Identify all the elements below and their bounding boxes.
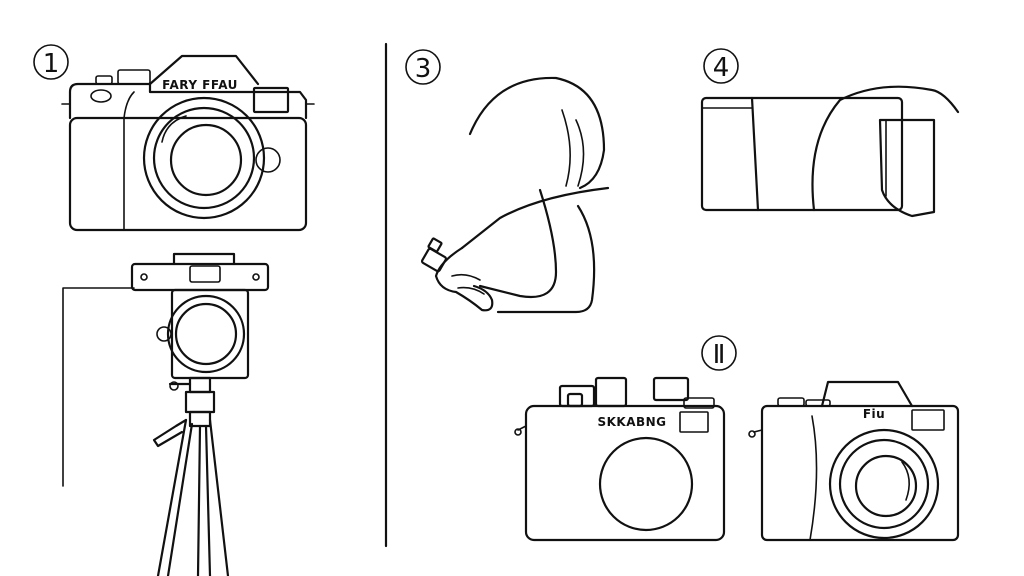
tripod-mount	[188, 376, 212, 394]
camera-front-view-1: FARY FFAU	[61, 54, 315, 232]
grip-line	[809, 415, 818, 541]
hot-shoe	[117, 69, 151, 85]
camera-brand-label: FARY FFAU	[162, 78, 238, 92]
hair-line	[561, 109, 571, 187]
camera-brand-label: SKKABNG	[597, 415, 666, 429]
tripod-leg-left-inner	[166, 422, 194, 576]
viewfinder-hump	[594, 376, 628, 408]
viewfinder-window	[252, 86, 290, 114]
lens-outer-ring	[828, 428, 940, 540]
camera-body	[760, 404, 960, 542]
tripod-leg-left	[156, 418, 188, 576]
camera-body-back	[700, 96, 904, 212]
hand	[434, 246, 494, 312]
tripod-head	[184, 390, 216, 414]
side-button	[156, 326, 172, 342]
step-3-circle	[405, 49, 441, 85]
tripod-leg-middle	[196, 424, 202, 576]
lens-glass	[854, 454, 918, 518]
tripod-leg-clamp	[152, 418, 188, 448]
camera-top-plate	[68, 82, 308, 120]
mode-dial	[777, 397, 805, 407]
step-4-circle	[703, 48, 739, 84]
viewfinder-prism	[820, 380, 914, 408]
pan-knob	[169, 381, 179, 391]
flash-unit	[652, 376, 690, 402]
finger-line	[457, 286, 485, 295]
remote-device	[420, 247, 448, 273]
shutter-housing	[558, 384, 596, 408]
lens-outer-ring	[142, 96, 266, 220]
torso-outline	[496, 204, 596, 314]
hot-shoe	[683, 397, 715, 409]
af-assist-light	[255, 147, 281, 173]
step-1-badge: 1	[33, 44, 69, 80]
camera-body	[68, 116, 308, 232]
step-4-number: 4	[713, 53, 730, 83]
step-bottom-badge: Ⅱ	[701, 335, 737, 371]
viewfinder-prism	[148, 54, 260, 86]
step-bottom-number: Ⅱ	[713, 340, 726, 370]
head-outline	[468, 76, 606, 190]
camera-front-view-2: SKKABNG	[514, 376, 726, 542]
viewfinder-window	[911, 409, 945, 431]
mount-screw	[252, 273, 260, 281]
lens-glass	[169, 123, 243, 197]
strap-ring	[514, 428, 522, 436]
lens-glass	[174, 302, 238, 366]
shutter-button	[566, 392, 584, 408]
lens-ring	[838, 438, 930, 530]
strap-ring	[748, 430, 756, 438]
lens-outer-ring	[166, 294, 246, 374]
grip-curve	[123, 91, 135, 119]
mount-screw	[140, 273, 148, 281]
arm-lower	[478, 188, 558, 299]
person-holding-remote	[420, 76, 610, 314]
hair-line	[575, 119, 585, 187]
camera-on-tripod	[62, 252, 270, 576]
strap-lug	[753, 429, 763, 433]
thumb	[878, 118, 936, 218]
lens-reflection	[161, 115, 187, 143]
step-1-circle	[33, 44, 69, 80]
camera-brand-label: Fiu	[863, 407, 885, 421]
step-1-number: 1	[43, 49, 60, 79]
viewfinder-window	[679, 411, 709, 433]
hand-over-camera	[811, 85, 960, 212]
tripod-leg-right	[208, 418, 230, 576]
remote-button	[427, 237, 443, 253]
guide-line	[62, 287, 135, 487]
finger-line	[451, 273, 481, 281]
shutter-dial	[95, 75, 113, 85]
camera-held-in-hand	[700, 85, 960, 218]
camera-front-view-3: Fiu	[748, 380, 960, 542]
arm-upper	[460, 186, 610, 250]
mode-dial	[90, 89, 112, 103]
step-3-number: 3	[415, 54, 432, 84]
step-4-badge: 4	[703, 48, 739, 84]
lens	[598, 436, 694, 532]
shutter-dial	[805, 399, 831, 407]
step-3-badge: 3	[405, 49, 441, 85]
camera-top-plate	[130, 262, 270, 292]
viewfinder-housing	[172, 252, 236, 266]
tripod-leg-middle-inner	[204, 424, 212, 576]
viewfinder-window	[189, 265, 221, 283]
step-bottom-circle	[701, 335, 737, 371]
lens-ring	[152, 106, 256, 210]
grip-edge	[750, 96, 760, 212]
lens-reflection	[901, 461, 910, 501]
